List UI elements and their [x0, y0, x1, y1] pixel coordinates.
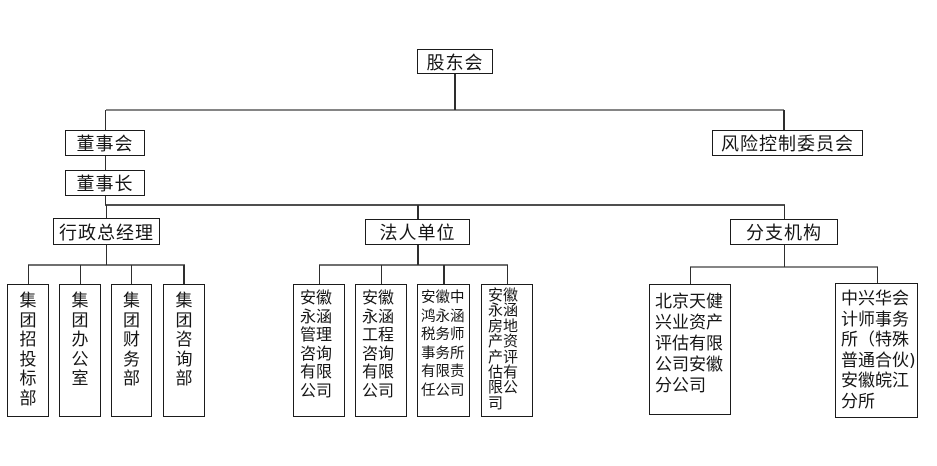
node-admin-general-manager: 行政总经理 [53, 218, 160, 245]
node-dept-finance: 集 团 财 务 部 [111, 284, 152, 417]
node-company-tax-accountants: 安徽中 鸿永涵 税务师 事务所 有限责 任公司 [417, 284, 470, 417]
connector-v-board [104, 110, 106, 130]
connector-v-dept-4 [183, 265, 185, 284]
connector-v-risk-committee [783, 110, 785, 130]
connector-v-office-1 [689, 267, 691, 284]
connector-v-branches-down [783, 245, 785, 267]
connector-v-dept-2 [79, 265, 81, 284]
node-shareholders-meeting: 股东会 [417, 49, 493, 74]
connector-h-level4 [105, 204, 785, 206]
connector-v-board-chairman [104, 156, 106, 170]
node-office-beijing-tianjian: 北京天健 兴业资产 评估有限 公司安徽 分公司 [649, 284, 731, 415]
connector-v-company-2 [380, 265, 382, 284]
connector-v-dept-3 [130, 265, 132, 284]
node-company-management-consulting: 安徽 永涵 管理 咨询 有限 公司 [293, 284, 345, 417]
connector-v-legal-units-down [417, 245, 419, 265]
node-branch-organizations: 分支机构 [730, 219, 838, 245]
connector-h-level2 [106, 109, 784, 111]
node-legal-person-units: 法人单位 [365, 219, 470, 245]
connector-v-dept-1 [27, 265, 29, 284]
node-dept-office: 集 团 办 公 室 [59, 284, 101, 417]
connector-h-legal-companies [319, 264, 508, 266]
node-dept-consulting: 集 团 咨 询 部 [163, 284, 205, 417]
connector-v-legal-units [417, 205, 419, 219]
connector-v-admin-gm-down [105, 245, 107, 265]
connector-v-root [454, 74, 456, 110]
connector-v-office-2 [876, 267, 878, 284]
node-chairman: 董事长 [65, 170, 145, 196]
node-office-zhongxinghua: 中兴华会 计师事务 所（特殊 普通合伙) 安徽皖江 分所 [835, 283, 918, 418]
connector-v-company-4 [506, 265, 508, 284]
node-company-engineering-consulting: 安徽 永涵 工程 咨询 有限 公司 [355, 284, 407, 417]
node-risk-control-committee: 风险控制委员会 [712, 130, 863, 156]
connector-v-admin-gm [105, 205, 107, 218]
connector-v-company-3 [443, 265, 445, 284]
connector-v-company-1 [318, 265, 320, 284]
node-dept-bidding: 集 团 招 投 标 部 [7, 284, 49, 417]
node-board-of-directors: 董事会 [65, 130, 145, 156]
node-company-real-estate-appraisal: 安徽 永涵 房地 产资 产评 估有 限公 司 [481, 284, 533, 417]
connector-h-departments [28, 264, 185, 266]
connector-h-branch-offices [690, 266, 878, 268]
connector-v-branches [783, 205, 785, 219]
connector-v-chairman-down [104, 196, 106, 205]
